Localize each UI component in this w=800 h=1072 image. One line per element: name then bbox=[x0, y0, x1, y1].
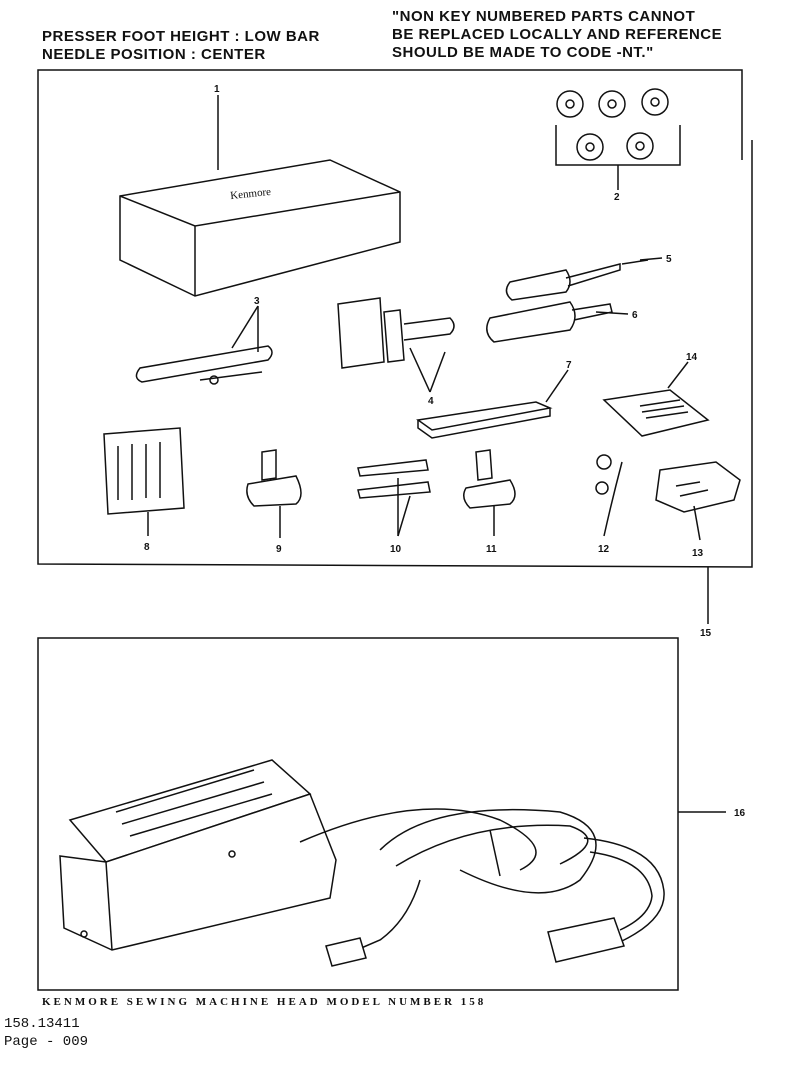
bobbins bbox=[555, 88, 681, 190]
throat-plate bbox=[602, 361, 710, 437]
label-11: 11 bbox=[486, 544, 497, 555]
box-brand-text: Kenmore bbox=[230, 186, 272, 202]
seam-ripper bbox=[135, 305, 273, 385]
power-cord bbox=[299, 808, 665, 967]
buttonhole-attachment bbox=[337, 297, 455, 393]
seam-guide bbox=[416, 369, 569, 439]
note-line-3: SHOULD BE MADE TO CODE -NT." bbox=[392, 44, 654, 61]
label-5: 5 bbox=[666, 254, 672, 265]
label-15: 15 bbox=[700, 628, 712, 639]
label-14: 14 bbox=[686, 352, 698, 363]
note-line-1: "NON KEY NUMBERED PARTS CANNOT bbox=[392, 8, 696, 25]
label-13: 13 bbox=[692, 548, 704, 559]
label-10: 10 bbox=[390, 544, 402, 555]
label-6: 6 bbox=[632, 310, 638, 321]
footer-page-number: Page - 009 bbox=[4, 1034, 89, 1050]
note-line-2: BE REPLACED LOCALLY AND REFERENCE bbox=[392, 26, 723, 43]
header-left: PRESSER FOOT HEIGHT : LOW BAR NEEDLE POS… bbox=[42, 28, 320, 64]
lower-frame bbox=[37, 637, 679, 991]
foot-controller bbox=[59, 759, 337, 951]
label-1: 1 bbox=[214, 84, 220, 95]
figure-caption: KENMORE SEWING MACHINE HEAD MODEL NUMBER… bbox=[42, 996, 487, 1008]
label-16: 16 bbox=[734, 808, 746, 819]
spring-guide-12 bbox=[595, 454, 623, 537]
needle-pack bbox=[103, 427, 185, 536]
presser-foot-height-text: PRESSER FOOT HEIGHT : LOW BAR bbox=[42, 28, 320, 45]
hem-guides bbox=[357, 459, 431, 537]
presser-foot-9 bbox=[246, 449, 302, 538]
accessory-box: Kenmore bbox=[119, 95, 401, 297]
footer-model-id: 158.13411 bbox=[4, 1016, 80, 1032]
zipper-foot-11 bbox=[463, 449, 516, 536]
attachment-13 bbox=[655, 461, 741, 541]
label-12: 12 bbox=[598, 544, 610, 555]
label-9: 9 bbox=[276, 544, 282, 555]
needle-position-text: NEEDLE POSITION : CENTER bbox=[42, 46, 266, 63]
label-7: 7 bbox=[566, 360, 572, 371]
upper-frame bbox=[37, 69, 753, 568]
label-8: 8 bbox=[144, 542, 150, 553]
label-4: 4 bbox=[428, 396, 434, 407]
header-right-note: "NON KEY NUMBERED PARTS CANNOT BE REPLAC… bbox=[392, 8, 722, 62]
label-2: 2 bbox=[614, 192, 620, 203]
screwdrivers bbox=[486, 257, 663, 343]
label-3: 3 bbox=[254, 296, 260, 307]
